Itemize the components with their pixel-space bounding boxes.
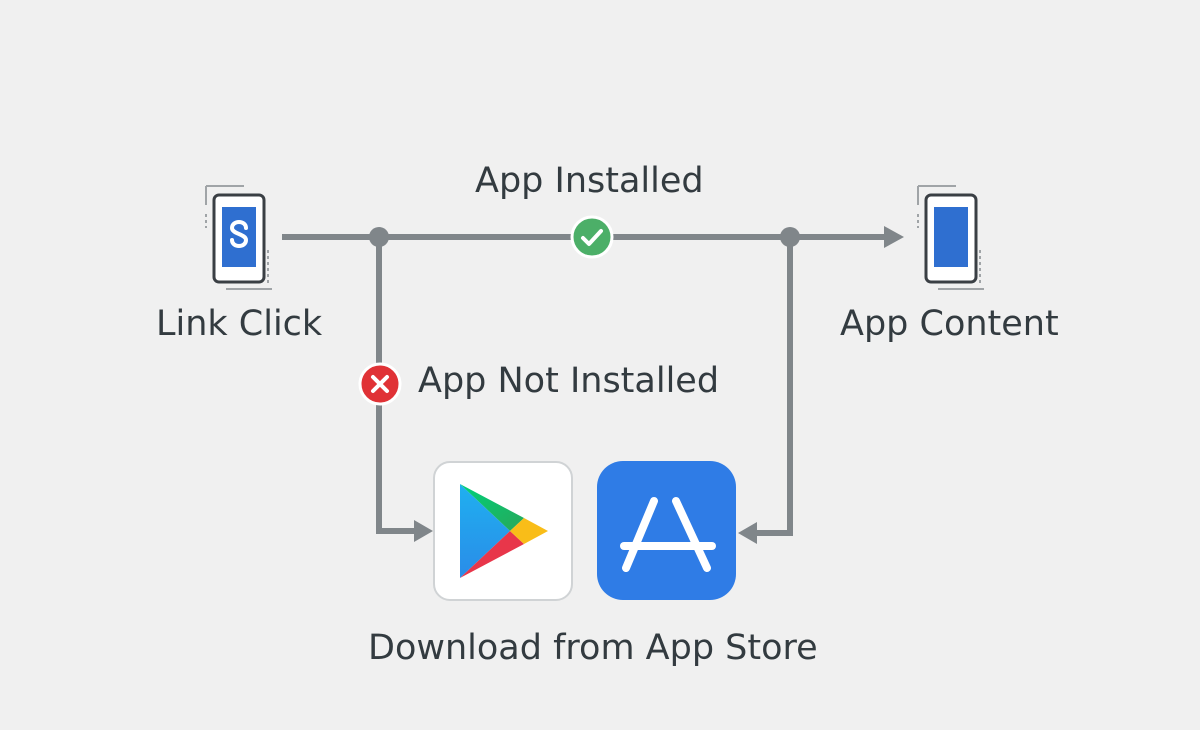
arrow-to-app-store xyxy=(738,522,757,544)
app-content-label: App Content xyxy=(840,304,1059,344)
apple-app-store-icon xyxy=(597,461,736,600)
app-installed-label: App Installed xyxy=(475,161,704,201)
not-installed-branch-line xyxy=(376,237,418,534)
link-click-label: Link Click xyxy=(156,304,323,344)
phone-link-icon xyxy=(205,185,272,290)
junction-dot-left xyxy=(369,227,389,247)
arrow-to-app-content xyxy=(884,226,904,248)
arrow-to-play-store xyxy=(414,520,433,542)
app-store-branch-line xyxy=(755,237,793,536)
x-circle-icon xyxy=(358,362,402,406)
junction-dot-right xyxy=(780,227,800,247)
check-circle-icon xyxy=(570,215,614,259)
phone-content-icon xyxy=(917,185,984,290)
google-play-icon xyxy=(433,461,573,601)
app-not-installed-label: App Not Installed xyxy=(418,361,720,401)
download-from-app-store-label: Download from App Store xyxy=(368,628,818,668)
